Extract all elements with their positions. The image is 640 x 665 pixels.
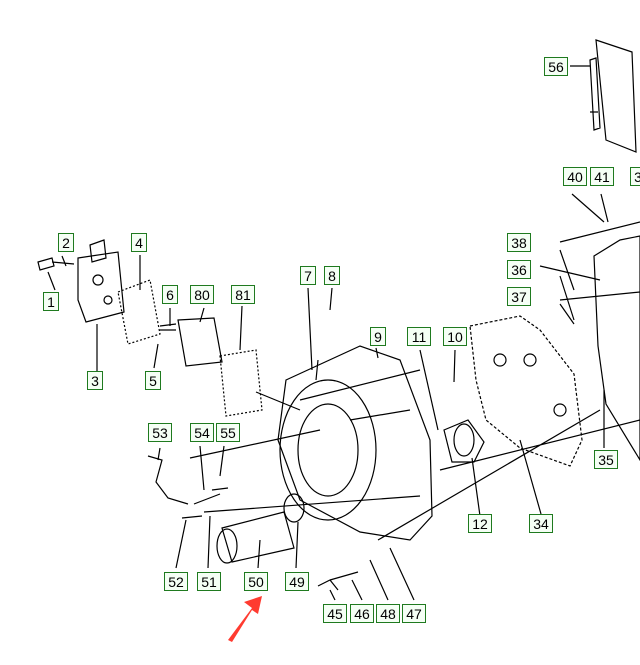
callout-54[interactable]: 54 bbox=[190, 423, 214, 442]
callout-55[interactable]: 55 bbox=[216, 423, 240, 442]
callout-49[interactable]: 49 bbox=[285, 572, 309, 591]
callout-48[interactable]: 48 bbox=[376, 604, 400, 623]
callout-4[interactable]: 4 bbox=[131, 233, 147, 252]
bolt-1 bbox=[37, 257, 75, 271]
pipe-53 bbox=[147, 455, 189, 505]
callout-51[interactable]: 51 bbox=[197, 572, 221, 591]
spring-6 bbox=[159, 323, 177, 331]
callout-35[interactable]: 35 bbox=[594, 450, 618, 469]
callout-3[interactable]: 3 bbox=[87, 371, 103, 390]
valve-block bbox=[77, 251, 125, 323]
callout-37[interactable]: 37 bbox=[507, 287, 531, 306]
callout-40[interactable]: 40 bbox=[563, 167, 587, 186]
callout-8[interactable]: 8 bbox=[324, 266, 340, 285]
callout-81[interactable]: 81 bbox=[231, 285, 255, 304]
callout-1[interactable]: 1 bbox=[43, 292, 59, 311]
callout-12[interactable]: 12 bbox=[468, 514, 492, 533]
callout-56[interactable]: 56 bbox=[544, 57, 568, 76]
callout-10[interactable]: 10 bbox=[443, 327, 467, 346]
gasket-34 bbox=[469, 315, 583, 467]
gasket-4 bbox=[117, 279, 161, 345]
callout-50[interactable]: 50 bbox=[244, 572, 268, 591]
bearing-12 bbox=[443, 419, 485, 463]
callout-38[interactable]: 38 bbox=[507, 233, 531, 252]
callout-11[interactable]: 11 bbox=[407, 327, 431, 346]
pointer-arrow bbox=[228, 596, 262, 642]
bolt-45 bbox=[317, 571, 359, 591]
callout-34[interactable]: 34 bbox=[529, 514, 553, 533]
dipstick-56 bbox=[589, 57, 601, 131]
callout-45[interactable]: 45 bbox=[323, 604, 347, 623]
callout-7[interactable]: 7 bbox=[300, 266, 316, 285]
callout-47[interactable]: 47 bbox=[402, 604, 426, 623]
filter-50 bbox=[221, 511, 295, 563]
callout-36[interactable]: 36 bbox=[507, 260, 531, 279]
cover-80 bbox=[177, 317, 223, 367]
callout-9[interactable]: 9 bbox=[370, 327, 386, 346]
callout-52[interactable]: 52 bbox=[164, 572, 188, 591]
callout-5[interactable]: 5 bbox=[145, 371, 161, 390]
seal-49 bbox=[283, 493, 305, 523]
callout-41[interactable]: 41 bbox=[590, 167, 614, 186]
callout-6[interactable]: 6 bbox=[162, 285, 178, 304]
callout-3-right[interactable]: 3 bbox=[630, 167, 640, 186]
callout-80[interactable]: 80 bbox=[190, 285, 214, 304]
callout-46[interactable]: 46 bbox=[350, 604, 374, 623]
housing-9 bbox=[277, 345, 433, 541]
gasket-81 bbox=[219, 349, 263, 417]
callout-53[interactable]: 53 bbox=[148, 423, 172, 442]
frame-right bbox=[593, 235, 640, 462]
callout-2[interactable]: 2 bbox=[58, 233, 74, 252]
